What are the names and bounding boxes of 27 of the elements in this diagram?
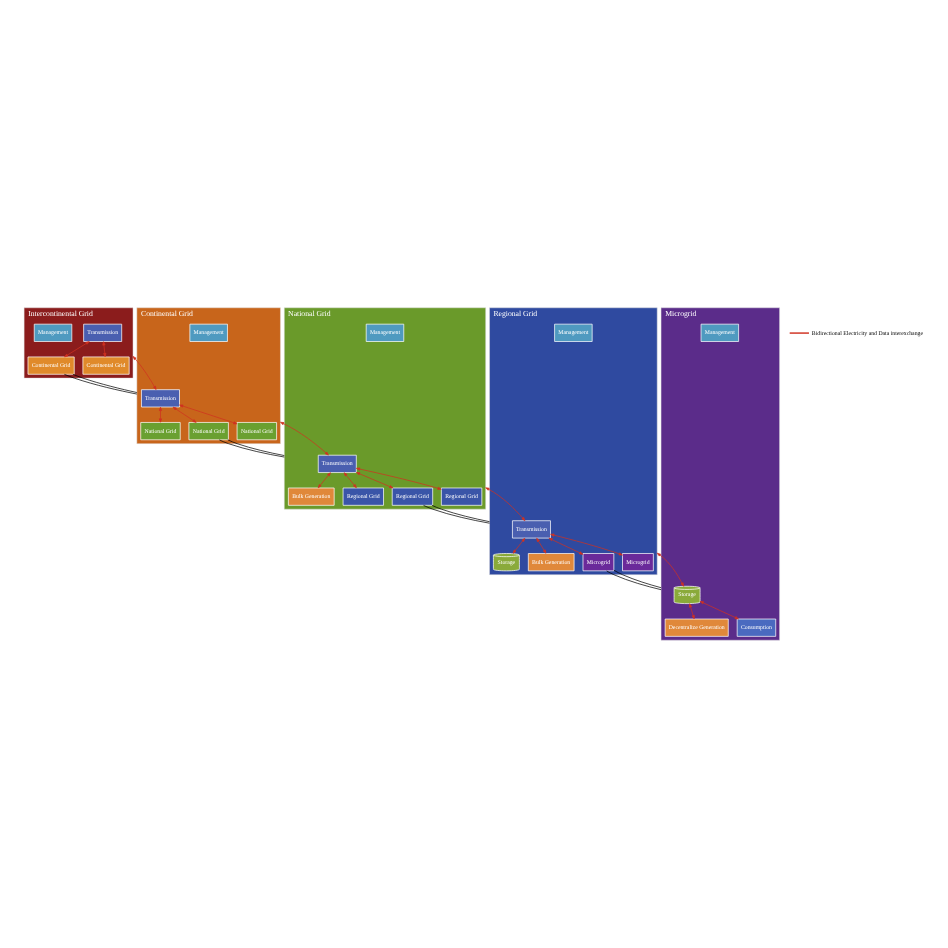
connector	[613, 569, 662, 589]
arrow	[317, 472, 331, 489]
arrow	[132, 356, 157, 390]
connector	[423, 505, 490, 524]
arrow	[699, 601, 739, 620]
arrow	[548, 537, 584, 555]
arrow	[172, 406, 197, 423]
connector	[606, 570, 662, 591]
arrow	[158, 406, 162, 423]
arrow	[550, 533, 623, 556]
arrow	[179, 404, 238, 425]
arrow	[656, 552, 684, 587]
arrow	[689, 603, 695, 620]
connector	[218, 439, 285, 458]
connector	[227, 439, 285, 456]
arrow	[356, 467, 442, 490]
arrow	[485, 487, 526, 521]
connector	[431, 505, 490, 523]
arrow	[356, 472, 394, 489]
connector	[72, 373, 138, 393]
arrow	[343, 472, 357, 489]
arrow	[512, 537, 526, 554]
connector	[64, 373, 138, 395]
arrow	[280, 421, 329, 456]
arrow	[102, 341, 107, 358]
arrow	[536, 537, 547, 554]
arrow	[64, 341, 90, 358]
